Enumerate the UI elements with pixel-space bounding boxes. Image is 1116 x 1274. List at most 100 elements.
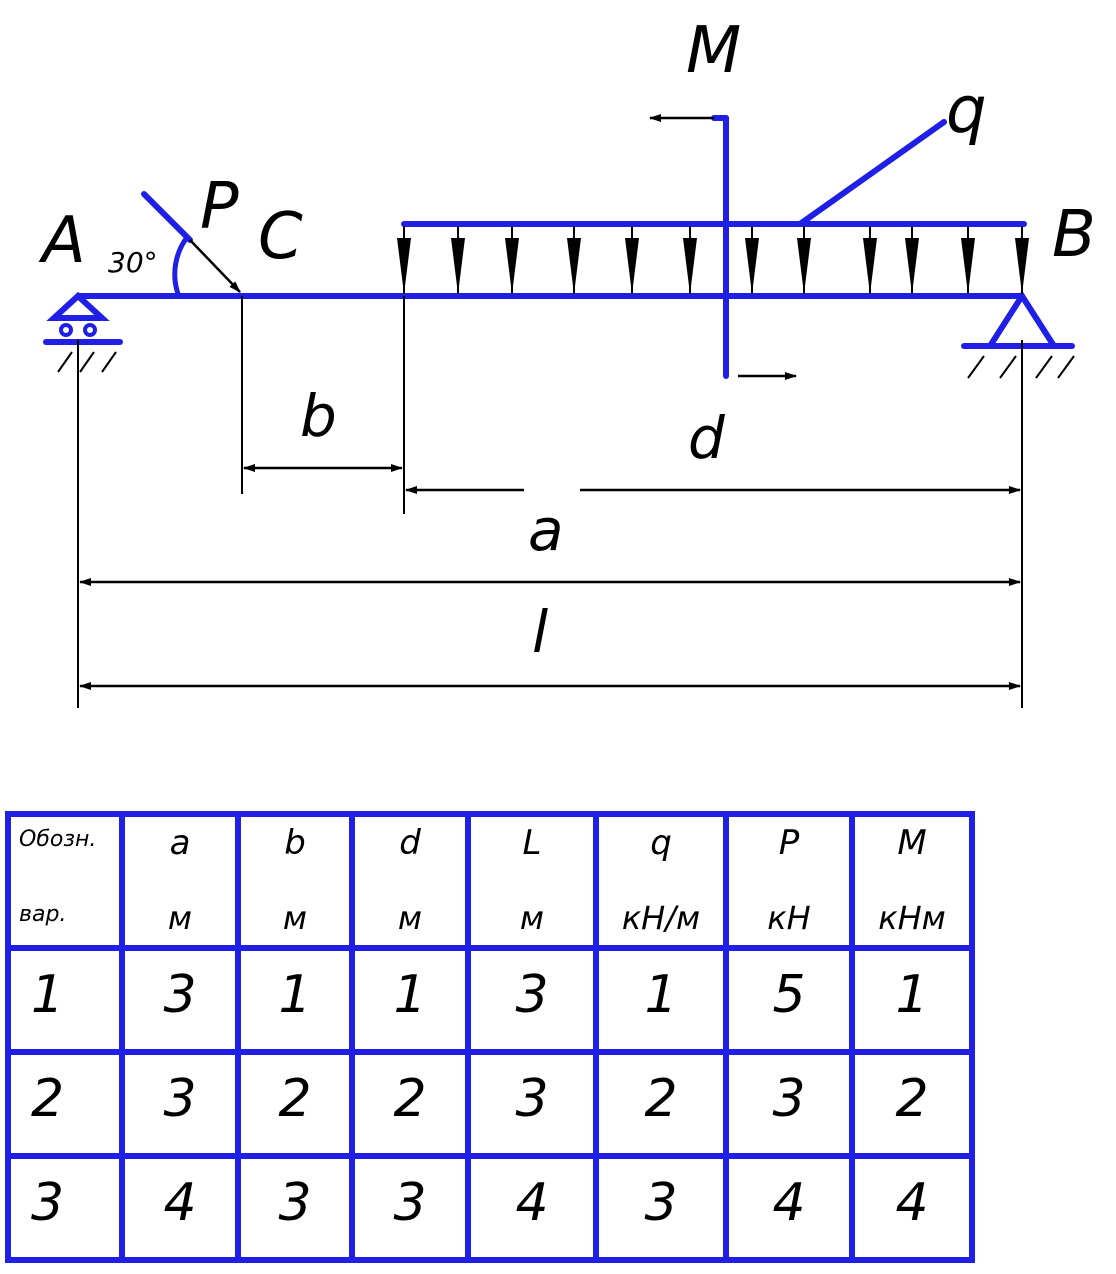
cell-value: 3 — [163, 965, 197, 1025]
column-symbol: P — [778, 823, 800, 863]
variant-cell: 2 — [5, 1049, 125, 1159]
table-row: 3 4 3 3 4 3 4 4 — [5, 1153, 975, 1263]
column-unit: кН — [767, 899, 811, 937]
label-l-dim: l — [532, 598, 548, 666]
cell-value: 2 — [393, 1069, 427, 1129]
cell-value: 5 — [772, 965, 806, 1025]
column-symbol: L — [522, 823, 542, 863]
load-arrow-head — [905, 238, 919, 294]
cell-value: 2 — [278, 1069, 312, 1129]
load-arrow-head — [397, 238, 411, 294]
label-angle: 30° — [108, 246, 158, 279]
load-arrow-head — [1015, 238, 1029, 294]
table-cell: 2 — [235, 1049, 355, 1159]
label-c-point: C — [258, 200, 303, 274]
table-cell: 3 — [119, 1049, 241, 1159]
label-b-point: B — [1052, 198, 1096, 272]
cell-value: 4 — [515, 1173, 549, 1233]
table-cell: 3 — [235, 1153, 355, 1263]
table-cell: 4 — [723, 1153, 855, 1263]
table-header-cell: q кН/м — [593, 811, 729, 951]
cell-value: 3 — [278, 1173, 312, 1233]
column-symbol: d — [399, 823, 421, 863]
corner-top-label: Обозн. — [19, 827, 97, 852]
table-cell: 2 — [593, 1049, 729, 1159]
table-cell: 3 — [465, 1049, 599, 1159]
column-unit: кН/м — [621, 899, 701, 937]
cell-value: 2 — [644, 1069, 678, 1129]
cell-value: 3 — [515, 1069, 549, 1129]
label-m-moment: M — [686, 14, 741, 88]
label-a-dim: a — [528, 496, 564, 564]
column-unit: кНм — [878, 899, 946, 937]
cell-value: 3 — [515, 965, 549, 1025]
label-a-point: A — [38, 204, 86, 278]
variant-number: 3 — [31, 1173, 65, 1233]
label-b-dim: b — [300, 382, 337, 450]
cell-value: 1 — [393, 965, 427, 1025]
support-b — [961, 290, 1075, 379]
column-symbol: a — [169, 823, 191, 863]
table-cell: 3 — [465, 945, 599, 1055]
load-arrow-head — [567, 238, 581, 294]
table-cell: 4 — [119, 1153, 241, 1263]
table-row: 2 3 2 2 3 2 3 2 — [5, 1049, 975, 1159]
load-arrow-head — [625, 238, 639, 294]
table-cell: 2 — [849, 1049, 975, 1159]
table-header-cell: d м — [349, 811, 471, 951]
label-q-load: q — [946, 74, 987, 148]
table-cell: 5 — [723, 945, 855, 1055]
table-header-cell: a м — [119, 811, 241, 951]
column-symbol: b — [284, 823, 306, 863]
table-cell: 4 — [465, 1153, 599, 1263]
label-d-dim: d — [688, 404, 726, 472]
cell-value: 1 — [278, 965, 312, 1025]
distributed-load-q — [397, 119, 1029, 294]
table-header-cell: M кНм — [849, 811, 975, 951]
variants-table: Обозн. вар. a м b м d м L м q кН/м P кН … — [5, 811, 975, 1263]
column-unit: м — [282, 899, 308, 937]
table-cell: 3 — [593, 1153, 729, 1263]
table-cell: 4 — [849, 1153, 975, 1263]
variant-number: 2 — [31, 1069, 65, 1129]
column-unit: м — [167, 899, 193, 937]
beam-diagram: A B C P M q 30° b d a l — [38, 14, 1096, 708]
label-p-force: P — [200, 170, 239, 244]
cell-value: 3 — [393, 1173, 427, 1233]
column-unit: м — [397, 899, 423, 937]
table-row: 1 3 1 1 3 1 5 1 — [5, 945, 975, 1055]
table-header-cell: b м — [235, 811, 355, 951]
cell-value: 3 — [772, 1069, 806, 1129]
table-header-cell: P кН — [723, 811, 855, 951]
cell-value: 4 — [895, 1173, 929, 1233]
force-p-arrow — [141, 191, 241, 295]
variant-cell: 3 — [5, 1153, 125, 1263]
table-corner-cell: Обозн. вар. — [5, 811, 125, 951]
table-cell: 1 — [593, 945, 729, 1055]
cell-value: 3 — [163, 1069, 197, 1129]
load-arrow-head — [797, 238, 811, 294]
table-cell: 1 — [349, 945, 471, 1055]
table-cell: 1 — [235, 945, 355, 1055]
table-header-cell: L м — [465, 811, 599, 951]
load-arrow-head — [451, 238, 465, 294]
cell-value: 1 — [644, 965, 678, 1025]
table-cell: 3 — [349, 1153, 471, 1263]
table-cell: 1 — [849, 945, 975, 1055]
dimension-lines — [77, 296, 1023, 708]
column-symbol: M — [897, 823, 927, 863]
column-unit: м — [519, 899, 545, 937]
load-arrow-head — [745, 238, 759, 294]
variant-number: 1 — [31, 965, 65, 1025]
column-symbol: q — [650, 823, 672, 863]
load-arrow-head — [961, 238, 975, 294]
cell-value: 3 — [644, 1173, 678, 1233]
table-cell: 3 — [723, 1049, 855, 1159]
support-a — [43, 291, 123, 373]
load-arrow-head — [863, 238, 877, 294]
table-cell: 2 — [349, 1049, 471, 1159]
load-arrow-head — [683, 238, 697, 294]
table-cell: 3 — [119, 945, 241, 1055]
table-header-row: Обозн. вар. a м b м d м L м q кН/м P кН … — [5, 811, 975, 951]
cell-value: 1 — [895, 965, 929, 1025]
